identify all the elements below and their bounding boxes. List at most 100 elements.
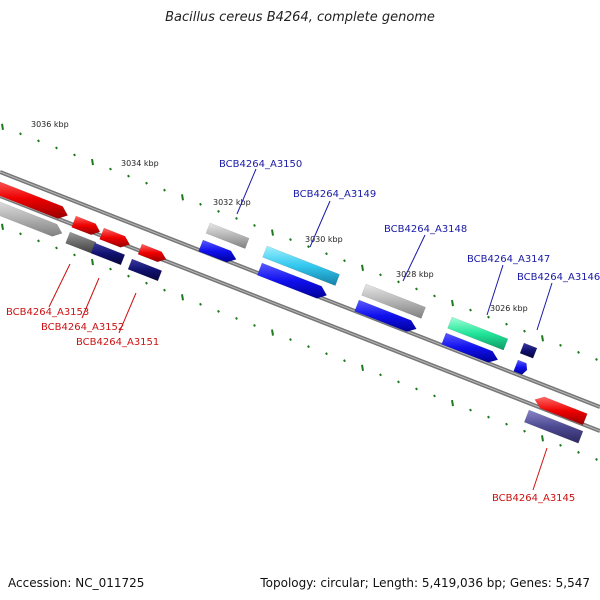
scale-tick (217, 309, 220, 313)
scale-tick (73, 253, 76, 257)
scale-tick (1, 223, 4, 230)
gene-feature-gray (361, 283, 426, 319)
scale-tick (73, 153, 76, 157)
scale-tick (523, 429, 526, 433)
scale-label-3028: 3028 kbp (396, 270, 434, 279)
gene-feature-blue-small (513, 359, 528, 375)
scale-tick (595, 457, 598, 461)
scale-tick (361, 264, 364, 271)
gene-label-a3148: BCB4264_A3148 (384, 224, 467, 235)
scale-tick (505, 422, 508, 426)
gene-label-a3145: BCB4264_A3145 (492, 493, 575, 504)
scale-tick (235, 216, 238, 220)
scale-tick (577, 350, 580, 354)
scale-tick (55, 246, 58, 250)
gene-feature-blue (198, 239, 237, 263)
scale-tick (55, 146, 58, 150)
scale-ticks (1, 123, 598, 461)
scale-tick (541, 335, 544, 342)
scale-tick (325, 252, 328, 256)
gene-label-a3152: BCB4264_A3152 (41, 322, 124, 333)
scale-tick (361, 364, 364, 371)
gene-feature-red-long (0, 181, 69, 219)
gene-feature-navy (127, 258, 163, 282)
scale-tick (487, 315, 490, 319)
scale-label-3026: 3026 kbp (490, 304, 528, 313)
gene-features (0, 181, 588, 444)
scale-tick (559, 443, 562, 447)
scale-tick (181, 194, 184, 201)
genome-backbone (0, 170, 600, 433)
scale-tick (199, 302, 202, 306)
scale-label-3032: 3032 kbp (213, 198, 251, 207)
scale-tick (1, 123, 4, 130)
scale-tick (145, 181, 148, 185)
scale-tick (505, 322, 508, 326)
scale-tick (487, 415, 490, 419)
gene-label-a3150: BCB4264_A3150 (219, 159, 302, 170)
scale-tick (307, 245, 310, 249)
gene-feature-blue (256, 262, 328, 299)
scale-tick (19, 132, 22, 136)
gene-feature-navy (90, 242, 126, 266)
scale-tick (325, 352, 328, 356)
scale-tick (91, 258, 94, 266)
scale-tick (595, 357, 598, 361)
scale-tick (109, 267, 112, 271)
scale-tick (307, 345, 310, 349)
accession-text: Accession: NC_011725 (8, 576, 145, 590)
scale-tick (541, 435, 544, 442)
scale-tick (379, 273, 382, 277)
scale-label-3036: 3036 kbp (31, 120, 69, 129)
gene-feature-navy-small (519, 342, 538, 359)
gene-label-a3146: BCB4264_A3146 (517, 272, 600, 283)
scale-tick (19, 232, 22, 236)
scale-tick (451, 299, 454, 307)
gene-label-a3153: BCB4264_A3153 (6, 307, 89, 318)
scale-tick (163, 288, 166, 292)
scale-tick (451, 399, 454, 407)
scale-tick (127, 274, 130, 278)
scale-tick (271, 329, 274, 336)
gene-feature-blue (354, 299, 417, 332)
scale-tick (37, 239, 40, 243)
scale-tick (289, 338, 292, 342)
scale-label-3034: 3034 kbp (121, 159, 159, 168)
page-title: Bacillus cereus B4264, complete genome (165, 10, 435, 25)
scale-tick (469, 408, 472, 412)
scale-tick (91, 158, 94, 166)
scale-tick (523, 329, 526, 333)
scale-label-3030: 3030 kbp (305, 235, 343, 244)
gene-feature-gray-long (0, 201, 63, 237)
gene-label-a3147: BCB4264_A3147 (467, 254, 550, 265)
gene-label-a3149: BCB4264_A3149 (293, 189, 376, 200)
gene-feature-red (534, 396, 588, 426)
gene-feature-blue (441, 332, 499, 363)
scale-tick (181, 294, 184, 301)
gene-feature-mint (447, 316, 509, 351)
scale-tick (469, 308, 472, 312)
scale-labels: 3036 kbp 3034 kbp 3032 kbp 3030 kbp 3028… (31, 120, 528, 313)
scale-tick (235, 316, 238, 320)
scale-tick (289, 238, 292, 242)
scale-tick (343, 359, 346, 363)
scale-tick (577, 450, 580, 454)
scale-tick (415, 387, 418, 391)
scale-tick (397, 380, 400, 384)
gene-feature-red (71, 215, 101, 236)
scale-tick (271, 229, 274, 236)
scale-tick (37, 139, 40, 143)
scale-tick (145, 281, 148, 285)
gene-feature-cyan (262, 245, 340, 286)
gene-feature-red (137, 243, 167, 263)
gene-label-a3151: BCB4264_A3151 (76, 337, 159, 348)
scale-tick (397, 280, 400, 284)
scale-tick (559, 343, 562, 347)
gene-feature-dgray (65, 231, 97, 254)
scale-tick (127, 174, 130, 178)
gene-feature-gray (205, 222, 250, 249)
scale-tick (163, 188, 166, 192)
scale-tick (415, 287, 418, 291)
gene-feature-purple (523, 409, 584, 444)
